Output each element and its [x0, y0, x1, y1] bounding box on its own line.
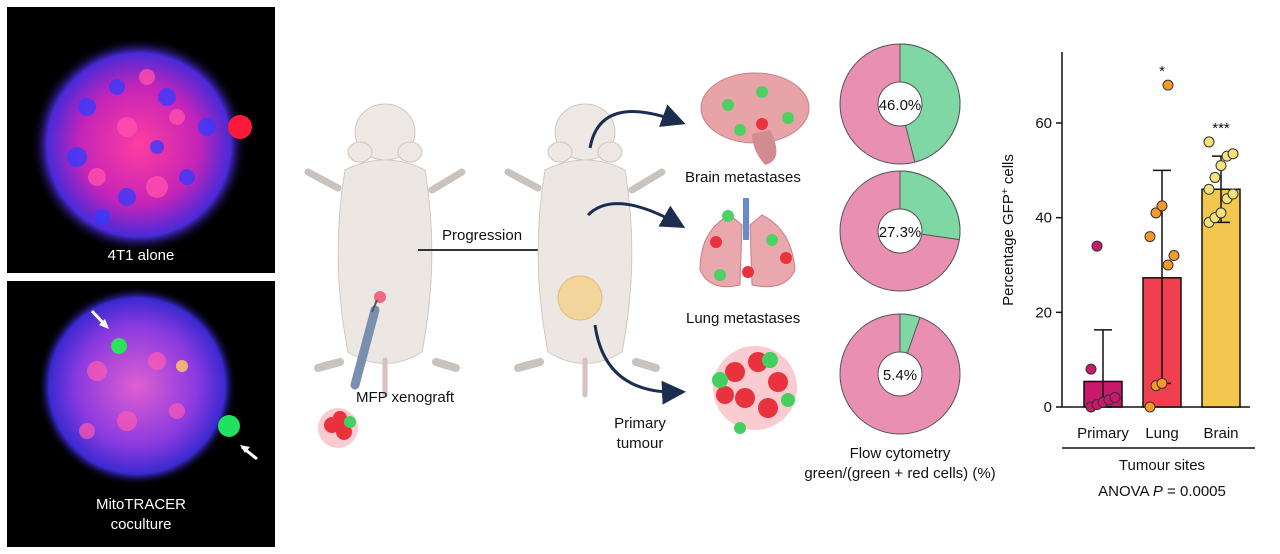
data-point	[1109, 392, 1121, 404]
lung-illustration	[699, 198, 796, 288]
progression-label: Progression	[442, 227, 522, 244]
brain-label: Brain metastases	[685, 169, 801, 186]
y-tick-label: 40	[1035, 210, 1052, 227]
pie-hole	[877, 81, 923, 127]
data-point	[1203, 183, 1215, 195]
data-point	[1227, 188, 1239, 200]
data-point	[1144, 231, 1156, 243]
pie-value-label: 5.4%	[883, 367, 917, 384]
pie-slice-green	[899, 43, 961, 163]
micrograph-coculture-image	[37, 286, 258, 486]
y-tick-label: 60	[1035, 115, 1052, 132]
lung-label: Lung metastases	[686, 310, 800, 327]
brain-illustration	[700, 72, 810, 165]
data-point	[1215, 160, 1227, 172]
x-axis-label: Tumour sites	[1119, 457, 1205, 474]
arrow-to-lung	[586, 202, 686, 228]
data-point	[1209, 171, 1221, 183]
micrograph-4t1-image	[31, 37, 252, 253]
mouse-progression	[504, 103, 666, 398]
micrograph-bottom-label-2: coculture	[110, 516, 172, 533]
injection-label: MFP xenograft	[356, 389, 455, 406]
pie-hole	[877, 208, 923, 254]
data-point	[1215, 207, 1227, 219]
arrow-to-primary	[593, 324, 686, 405]
pie-value-label: 27.3%	[879, 224, 922, 241]
pie-value-label: 46.0%	[879, 97, 922, 114]
data-point	[1150, 207, 1162, 219]
flow-label-2: green/(green + red cells) (%)	[804, 465, 995, 482]
significance-marker: ***	[1212, 120, 1230, 137]
primary-tumour-illustration	[712, 346, 797, 434]
data-point	[1156, 200, 1168, 212]
data-point	[1144, 401, 1156, 413]
pie-hole	[877, 351, 923, 397]
xenograft-cells	[318, 408, 358, 448]
data-point	[1091, 240, 1103, 252]
x-tick-label-lung: Lung	[1145, 425, 1178, 442]
micrograph-top-label: 4T1 alone	[107, 247, 175, 264]
data-point	[1085, 363, 1097, 375]
x-tick-label-primary: Primary	[1077, 425, 1129, 442]
data-point	[1203, 136, 1215, 148]
y-tick-label: 20	[1035, 304, 1052, 321]
data-point	[1162, 79, 1174, 91]
arrow-to-brain	[588, 104, 686, 149]
data-point	[1162, 259, 1174, 271]
data-point	[1227, 148, 1239, 160]
x-tick-label-brain: Brain	[1203, 425, 1238, 442]
pie-charts: 46.0% 27.3% 5.4%	[839, 43, 961, 435]
micrograph-bottom-label-1: MitoTRACER	[95, 496, 186, 513]
pie-lung: 27.3%	[839, 170, 961, 292]
micrograph-mitotracer-coculture: MitoTRACER coculture	[7, 281, 275, 547]
primary-label-2: tumour	[617, 435, 664, 452]
significance-marker: *	[1159, 63, 1165, 80]
y-tick-label: 0	[1044, 399, 1052, 416]
data-point	[1156, 377, 1168, 389]
flow-label-1: Flow cytometry	[850, 445, 951, 462]
stat-label: ANOVA P = 0.0005	[1098, 483, 1226, 500]
pie-primary: 5.4%	[839, 313, 961, 435]
y-axis-label: Percentage GFP+ cells	[1000, 154, 1018, 306]
pie-brain: 46.0%	[839, 43, 961, 165]
mouse-injection	[304, 103, 466, 398]
data-point	[1168, 250, 1180, 262]
primary-label-1: Primary	[614, 415, 666, 432]
micrograph-4t1-alone: 4T1 alone	[7, 7, 275, 273]
